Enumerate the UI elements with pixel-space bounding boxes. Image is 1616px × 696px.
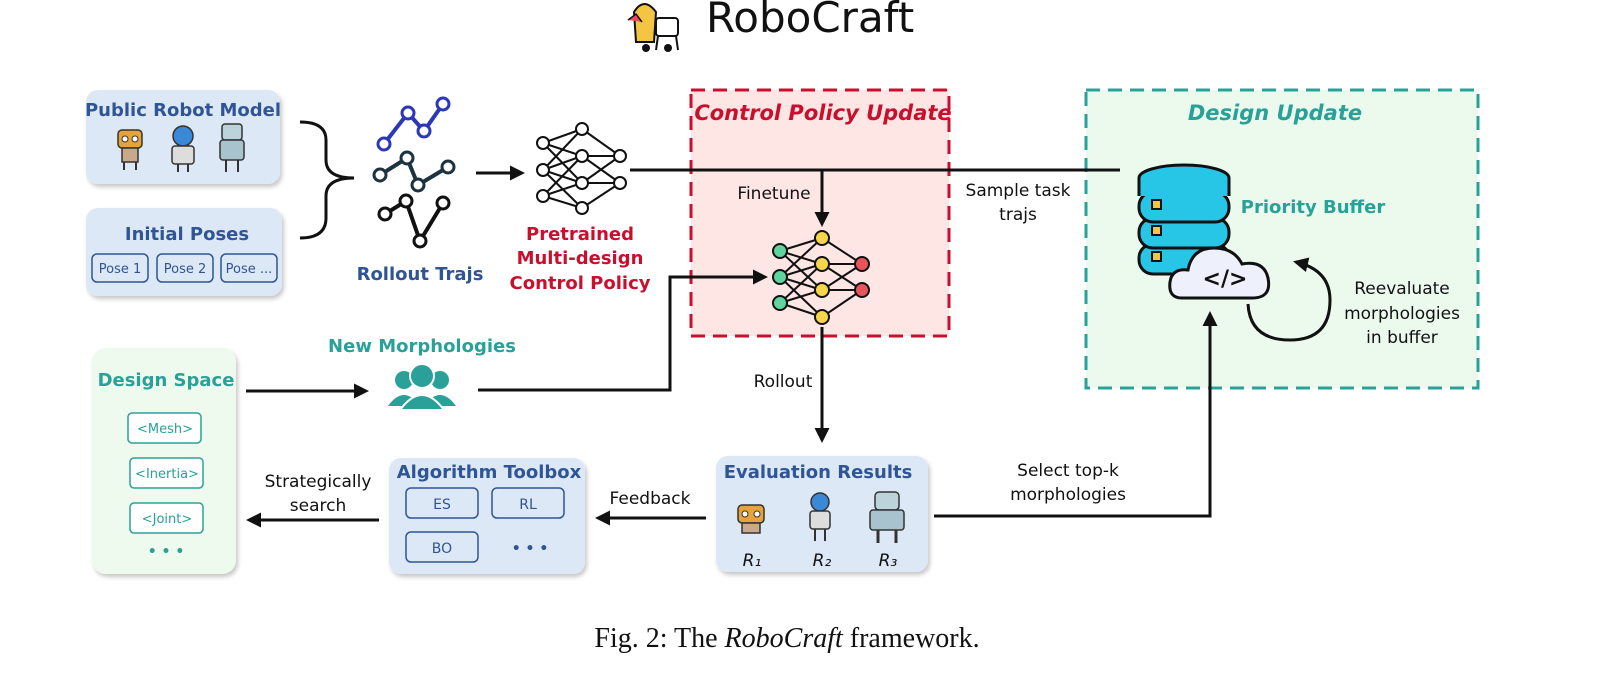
reevaluate-line-1: Reevaluate bbox=[1354, 279, 1449, 299]
code-symbol: </> bbox=[1203, 267, 1248, 292]
arrow-select-to-buffer bbox=[934, 311, 1218, 518]
algorithm-toolbox-title: Algorithm Toolbox bbox=[397, 462, 582, 483]
algorithm-toolbox-panel: Algorithm Toolbox ES RL BO • • • bbox=[389, 458, 585, 574]
pose-1-label: Pose 1 bbox=[99, 262, 142, 277]
new-morphologies-label: New Morphologies bbox=[328, 336, 516, 357]
robot-gray-icon bbox=[219, 123, 245, 172]
caption-suffix: framework. bbox=[843, 623, 980, 654]
priority-buffer-label: Priority Buffer bbox=[1241, 197, 1386, 218]
select-top-k-line-2: morphologies bbox=[1010, 485, 1126, 505]
initial-poses-panel: Initial Poses Pose 1 Pose 2 Pose ... bbox=[86, 208, 282, 296]
reevaluate-line-3: in buffer bbox=[1366, 328, 1438, 348]
robot-orange-icon bbox=[117, 129, 143, 170]
caption-prefix: Fig. 2: The bbox=[594, 623, 724, 654]
public-robot-model-title: Public Robot Model bbox=[85, 100, 281, 121]
control-policy-update-title: Control Policy Update bbox=[694, 101, 951, 125]
design-space-mesh: <Mesh> bbox=[137, 422, 193, 437]
toolbox-bo: BO bbox=[432, 541, 452, 557]
rollout-label: Rollout bbox=[754, 372, 813, 392]
merge-brace bbox=[299, 120, 355, 240]
pretrained-line-2: Multi-design bbox=[517, 248, 644, 269]
pretrained-network-icon bbox=[536, 122, 627, 215]
pose-2-label: Pose 2 bbox=[164, 262, 207, 277]
page-title: RoboCraft bbox=[706, 0, 914, 42]
reevaluate-line-2: morphologies bbox=[1344, 304, 1460, 324]
people-group-icon bbox=[388, 363, 456, 411]
finetune-label: Finetune bbox=[737, 184, 810, 204]
pretrained-line-1: Pretrained bbox=[526, 224, 634, 245]
pretrained-line-3: Control Policy bbox=[510, 273, 651, 294]
design-space-panel: Design Space <Mesh> <Inertia> <Joint> • … bbox=[92, 348, 236, 574]
toolbox-es: ES bbox=[433, 497, 451, 513]
rollout-trajs-icon bbox=[372, 96, 456, 249]
design-update-title: Design Update bbox=[1188, 101, 1362, 125]
toolbox-rl: RL bbox=[519, 497, 537, 513]
pose-more-label: Pose ... bbox=[226, 262, 273, 277]
feedback-label: Feedback bbox=[610, 489, 691, 509]
sample-task-line-1: Sample task bbox=[966, 181, 1071, 201]
toolbox-more: • • • bbox=[512, 541, 549, 557]
rollout-trajs-label: Rollout Trajs bbox=[357, 264, 484, 285]
figure-caption: Fig. 2: The RoboCraft framework. bbox=[594, 623, 979, 654]
evaluation-results-panel: Evaluation Results R₁ R₂ R₃ bbox=[716, 456, 928, 572]
cloud-code-icon: </> bbox=[1168, 246, 1271, 300]
robot-r3-icon bbox=[869, 491, 905, 543]
search-line-1: Strategically bbox=[265, 472, 372, 492]
sample-task-line-2: trajs bbox=[999, 205, 1037, 225]
finetuned-network-icon bbox=[772, 230, 870, 325]
design-space-title: Design Space bbox=[98, 370, 235, 391]
reevaluate-loop-arrow bbox=[1246, 257, 1332, 342]
robot-r1-icon bbox=[737, 504, 765, 534]
result-r1: R₁ bbox=[743, 551, 762, 571]
initial-poses-title: Initial Poses bbox=[125, 224, 249, 245]
design-space-joint: <Joint> bbox=[142, 512, 193, 527]
evaluation-results-title: Evaluation Results bbox=[724, 462, 913, 483]
caption-emphasis: RoboCraft bbox=[724, 623, 844, 654]
arrow-new-to-policy bbox=[478, 269, 768, 392]
header-logo-icon bbox=[627, 3, 679, 52]
search-line-2: search bbox=[290, 496, 346, 516]
result-r3: R₃ bbox=[879, 551, 898, 571]
robot-blue-icon bbox=[171, 125, 195, 172]
result-r2: R₂ bbox=[813, 551, 832, 571]
robot-r2-icon bbox=[809, 492, 831, 541]
select-top-k-line-1: Select top-k bbox=[1017, 461, 1119, 481]
design-space-inertia: <Inertia> bbox=[135, 467, 199, 482]
public-robot-model-panel: Public Robot Model bbox=[85, 90, 281, 184]
design-space-more: • • • bbox=[148, 544, 185, 560]
